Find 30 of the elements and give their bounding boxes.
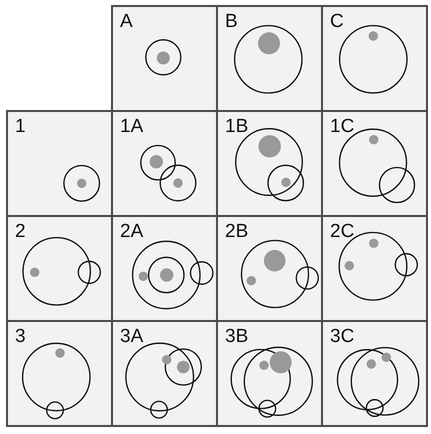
panel — [216, 5, 323, 112]
panel-label: C — [330, 12, 344, 31]
panel-label: 2C — [330, 222, 354, 241]
panel-label: 2A — [120, 222, 144, 241]
panel-label: 3C — [330, 327, 354, 346]
panel-label: 3 — [15, 327, 26, 346]
panel-label: 1C — [330, 117, 354, 136]
panel-label: 3A — [120, 327, 144, 346]
panel — [6, 110, 113, 217]
panel-label: 1 — [15, 117, 26, 136]
panel — [216, 110, 323, 217]
panel-label: 2B — [225, 222, 248, 241]
panel — [111, 5, 218, 112]
panel-label: 1B — [225, 117, 248, 136]
panel — [111, 320, 218, 427]
panel — [6, 320, 113, 427]
panel — [111, 110, 218, 217]
panel — [321, 215, 428, 322]
panel — [111, 215, 218, 322]
panel — [321, 320, 428, 427]
panel-label: B — [225, 12, 238, 31]
panel — [6, 215, 113, 322]
panel-label: 1A — [120, 117, 144, 136]
panel — [321, 5, 428, 112]
panel-label: 3B — [225, 327, 248, 346]
panel — [321, 110, 428, 217]
panel — [216, 215, 323, 322]
panel-label: A — [120, 12, 133, 31]
panel — [216, 320, 323, 427]
panel-label: 2 — [15, 222, 26, 241]
